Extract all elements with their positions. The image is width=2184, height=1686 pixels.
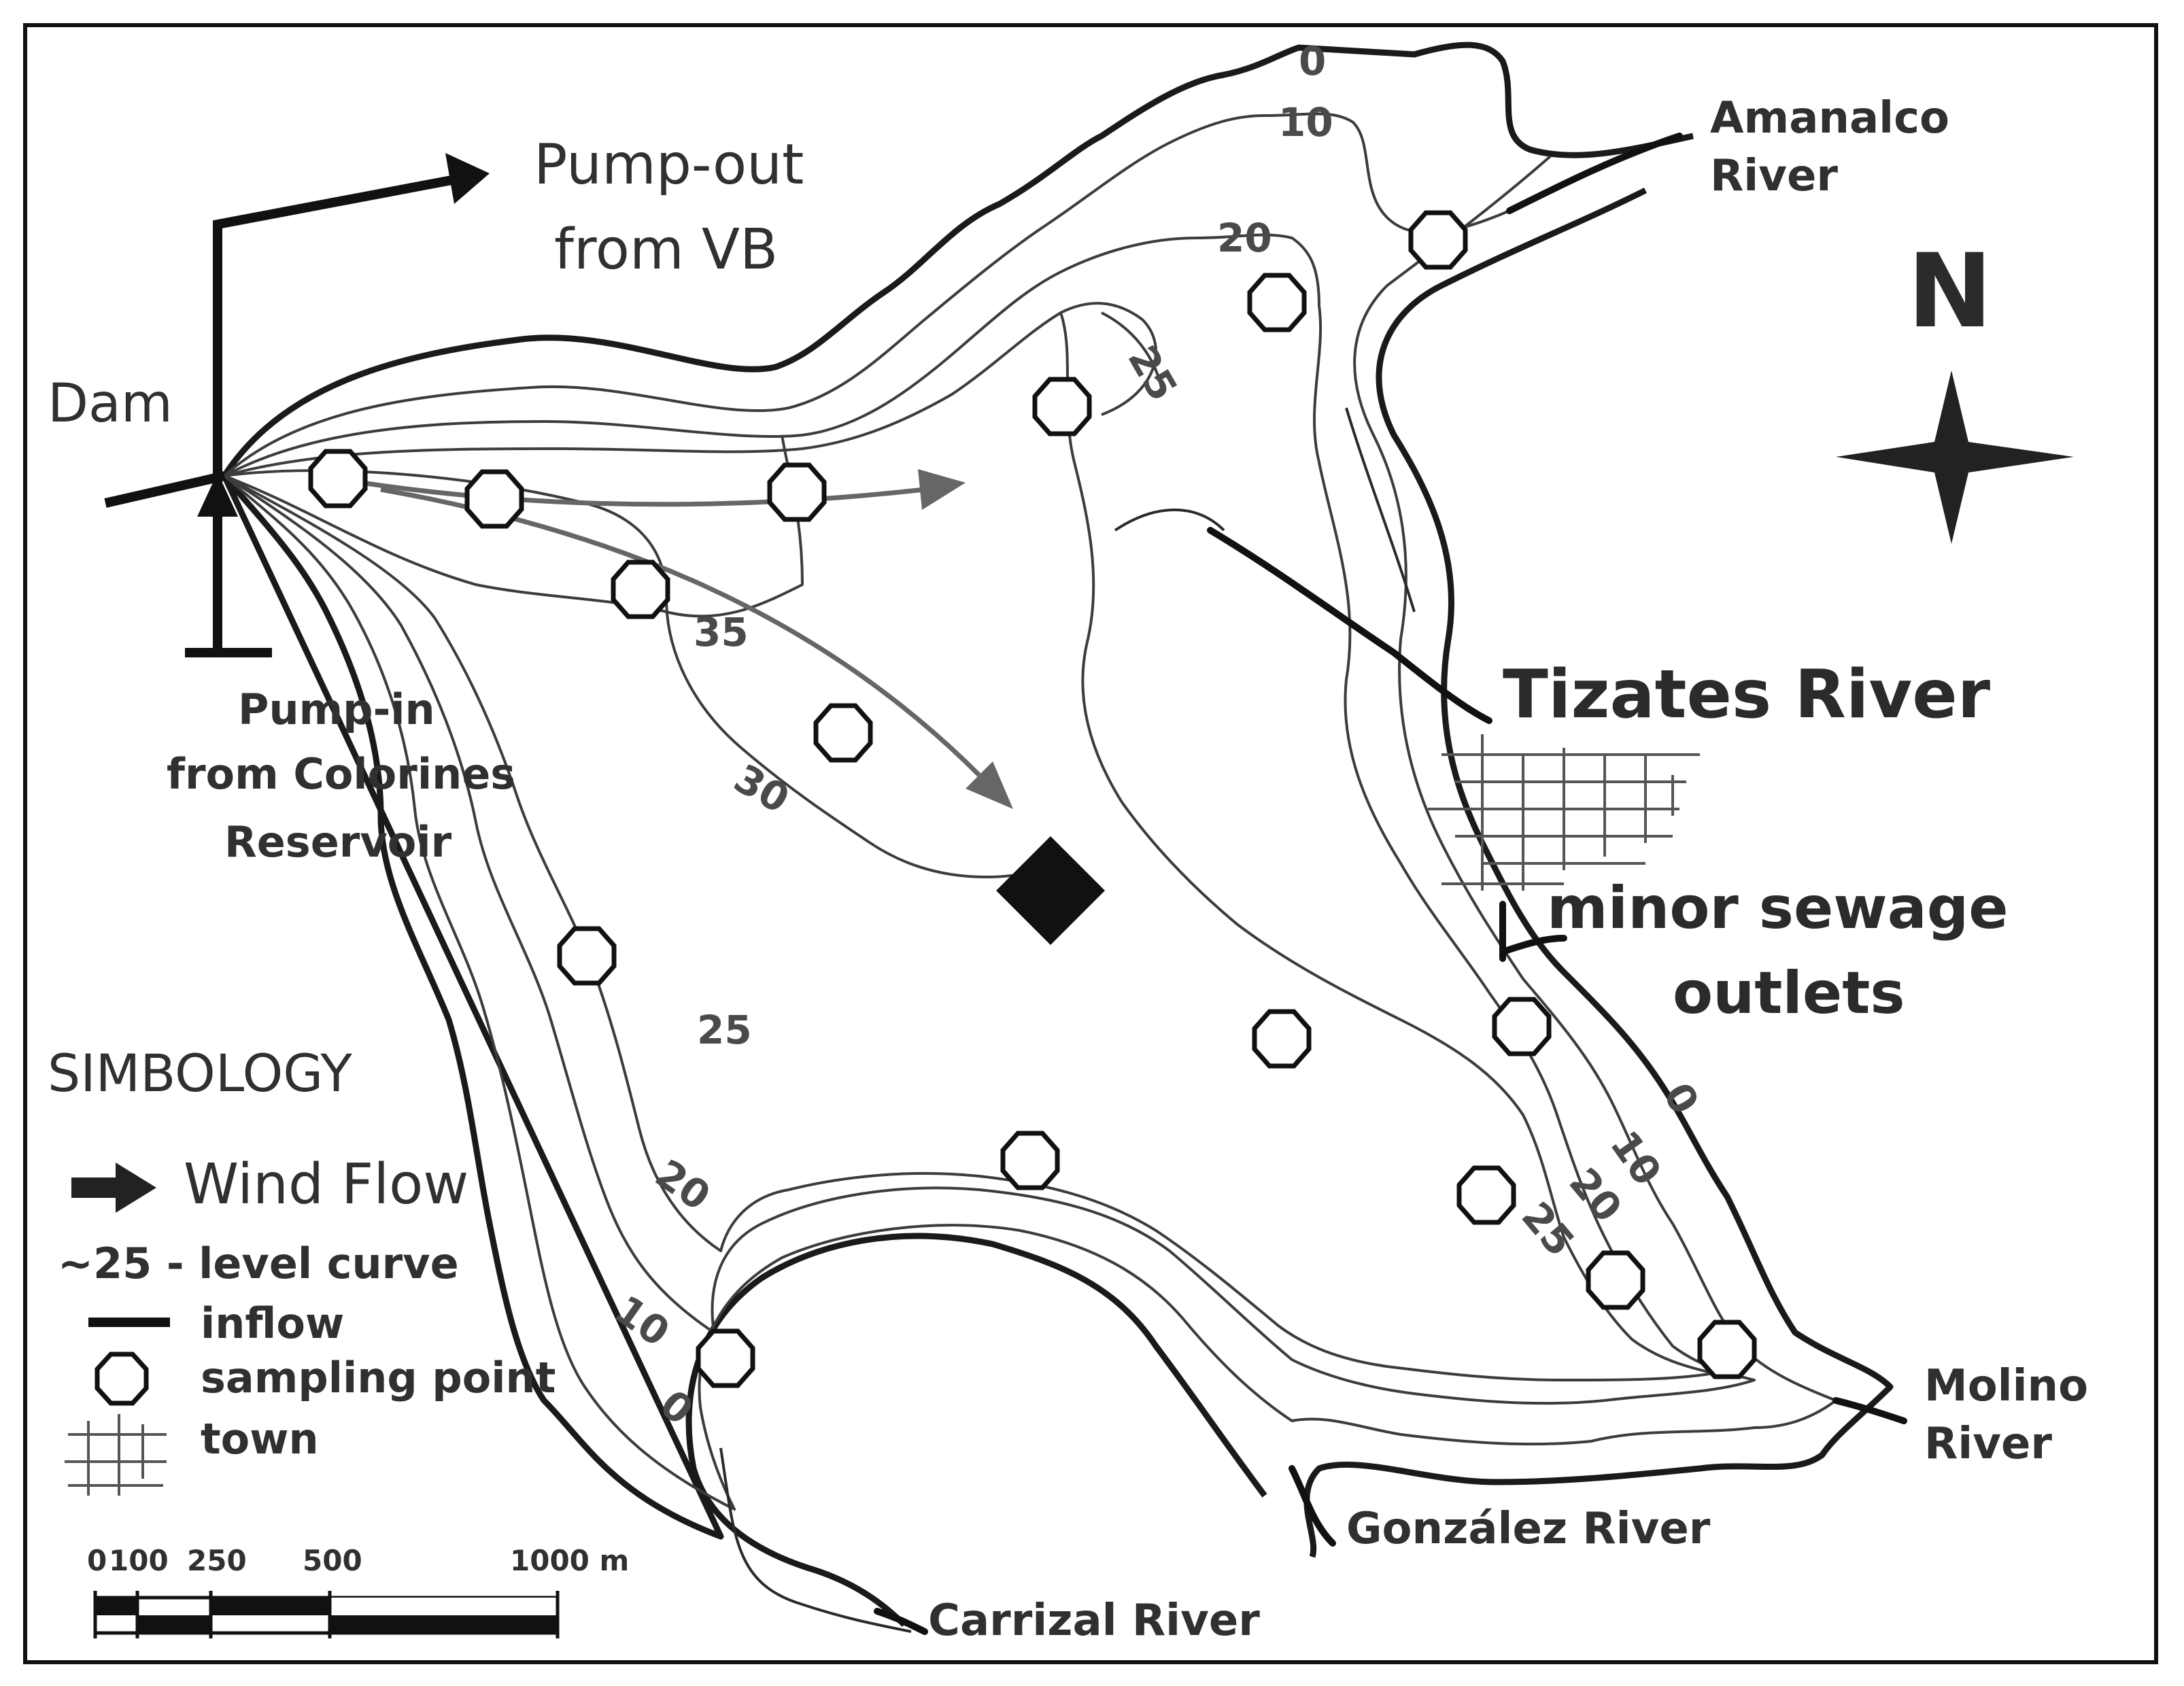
dam-label: Dam — [48, 373, 173, 434]
pump-in-label-line2: from Colorines — [167, 749, 515, 799]
sampling-point-icon — [767, 462, 827, 522]
gonzalez-river — [1289, 1465, 1336, 1547]
contour-label: 30 — [726, 755, 797, 823]
amanalco-river — [1506, 133, 1683, 214]
wind-arrow-east-head-icon — [918, 469, 966, 510]
pump-in-label-line1: Pump-in — [238, 685, 435, 734]
compass-rose-icon — [1836, 371, 2074, 544]
contour-label: 35 — [694, 609, 749, 655]
sampling-point-icon — [557, 926, 617, 986]
molino-river-label-line1: Molino — [1924, 1361, 2088, 1411]
contour-label: 25 — [697, 1007, 752, 1053]
sampling-points — [308, 210, 1757, 1388]
sampling-point-icon — [1697, 1320, 1757, 1379]
contour-label: 20 — [1217, 215, 1272, 261]
wind-arrow-southeast-head-icon — [966, 761, 1013, 809]
north-label: N — [1907, 233, 1993, 351]
sampling-point-icon — [1456, 1165, 1516, 1225]
scale-tick-250: 250 — [187, 1544, 247, 1577]
legend-wind-label: Wind Flow — [184, 1152, 468, 1217]
dam-line — [104, 471, 226, 508]
contour-label: 25 — [1119, 338, 1187, 409]
pump-in-arrowhead-icon — [197, 472, 238, 517]
shoreline-contour-0 — [221, 41, 1894, 1628]
legend: SIMBOLOGY Wind Flow ~25 - level curve in… — [48, 1043, 556, 1496]
sampling-point-icon — [611, 560, 670, 619]
legend-sampling-label: sampling point — [201, 1353, 556, 1403]
scale-tick-1000: 1000 m — [510, 1544, 629, 1577]
molino-river — [1832, 1397, 1907, 1424]
tizates-river-valley — [1114, 407, 1416, 613]
sampling-point-icon — [1247, 273, 1307, 332]
contour-30 — [224, 469, 1062, 878]
pump-out-label-line2: from VB — [554, 218, 778, 282]
legend-inflow-label: inflow — [201, 1298, 344, 1348]
wind-arrow-east — [319, 473, 925, 507]
town-grid-icon — [1428, 734, 1700, 891]
wind-arrow-icon — [71, 1163, 156, 1213]
scale-tick-0: 0 — [87, 1544, 107, 1577]
legend-town-label: town — [201, 1414, 319, 1464]
scale-tick-100: 100 — [109, 1544, 169, 1577]
tizates-river-label: Tizates River — [1503, 656, 1991, 734]
carrizal-river-label: Carrizal River — [928, 1596, 1260, 1646]
carrizal-river — [874, 1608, 928, 1635]
map-frame — [23, 23, 2158, 1664]
sampling-point-icon — [1492, 997, 1552, 1056]
contour-label: 0 — [1299, 38, 1326, 84]
scale-bar: 0 100 250 500 1000 m — [87, 1544, 629, 1638]
sampling-point-icon — [1032, 377, 1092, 436]
contour-10 — [223, 112, 1837, 1511]
sampling-point-icon — [696, 1328, 755, 1388]
sampling-point-icon — [308, 449, 368, 509]
sampling-point-icon — [464, 469, 524, 529]
legend-title: SIMBOLOGY — [48, 1043, 352, 1103]
sampling-point-icon — [1408, 210, 1468, 270]
amanalco-river-label-line1: Amanalco — [1710, 93, 1949, 143]
sampling-point-icon — [1586, 1250, 1645, 1310]
amanalco-river-label-line2: River — [1710, 151, 1838, 201]
scale-tick-500: 500 — [303, 1544, 362, 1577]
town-grid-icon — [65, 1414, 167, 1496]
molino-river-label-line2: River — [1924, 1419, 2052, 1469]
sampling-point-icon — [95, 1352, 149, 1406]
station-diamond-icon — [996, 836, 1105, 945]
pump-in-label-line3: Reservoir — [224, 817, 452, 867]
tizates-river — [1207, 527, 1492, 724]
sewage-outlet-line — [1499, 901, 1567, 962]
sampling-point-icon — [813, 703, 873, 763]
gonzalez-river-label: González River — [1346, 1504, 1711, 1554]
wind-arrow-southeast — [380, 487, 981, 777]
contour-label: 10 — [1278, 99, 1333, 145]
sewage-label-line2: outlets — [1673, 959, 1905, 1027]
sewage-label-line1: minor sewage — [1547, 874, 2009, 942]
contour-label: 20 — [647, 1150, 719, 1220]
pump-out-arrowhead-icon — [445, 153, 490, 204]
sampling-point-icon — [1252, 1009, 1312, 1069]
carrizal-river-banks — [719, 1447, 912, 1633]
pump-out-label-line1: Pump-out — [534, 133, 804, 197]
legend-level-label: ~25 - level curve — [58, 1239, 459, 1288]
contour-20 — [223, 233, 1756, 1405]
sampling-point-icon — [1000, 1131, 1060, 1190]
